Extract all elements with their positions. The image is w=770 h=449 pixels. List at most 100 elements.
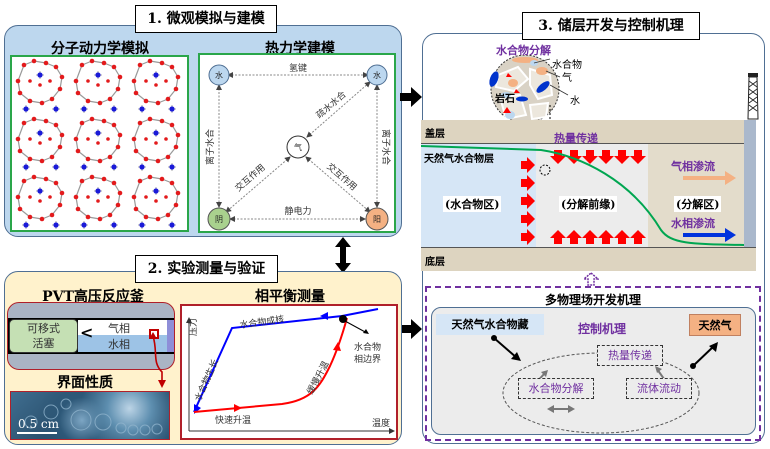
oxygen-atom [49, 96, 55, 102]
guest-molecule [53, 106, 59, 112]
oxygen-atom [85, 156, 91, 162]
oxygen-atom [173, 202, 179, 208]
oxygen-atom [43, 60, 49, 66]
node-cation-label: 阳 [373, 215, 381, 224]
interaction-left-label: 交互作用 [233, 161, 268, 194]
oxygen-atom [155, 216, 161, 222]
gas-flow-label: 气相渗流 [671, 160, 715, 173]
guest-molecule [53, 222, 59, 228]
oxygen-atom [169, 122, 175, 128]
guest-molecule [153, 130, 159, 136]
oxygen-atom [27, 98, 33, 104]
hydrate-layer-label: 天然气水合物层 [424, 154, 494, 165]
wellbore [744, 120, 756, 247]
red-arrow-head-2 [333, 342, 341, 351]
node-water-right [366, 64, 388, 86]
heat-arrows-up [550, 230, 646, 244]
double-arrow-vertical [335, 237, 351, 273]
guest-molecule [169, 164, 175, 170]
bubbles [24, 398, 163, 436]
ion-hydration-left-label: 离子水合 [204, 129, 216, 165]
piston-label-line2: 活塞 [32, 337, 55, 350]
inset-rock-label: 岩石 [495, 94, 515, 105]
inset-title: 水合物分解 [496, 44, 551, 57]
oxygen-atom [79, 178, 85, 184]
oxygen-atom [143, 98, 149, 104]
oxygen-atom [147, 174, 153, 180]
oxygen-atom [111, 64, 117, 70]
guest-molecule [111, 164, 117, 170]
oxygen-atom [175, 132, 181, 138]
interaction-right-label: 交互作用 [324, 160, 359, 193]
oxygen-atom [15, 136, 21, 142]
guest-molecule [95, 130, 101, 136]
edge-interaction-left [225, 156, 291, 213]
guest-molecule [153, 188, 159, 194]
oxygen-atom [53, 122, 59, 128]
x-axis-label: 温度 [372, 417, 390, 429]
arrow-to-section3-bottom [400, 319, 422, 339]
oxygen-atom [107, 154, 113, 160]
heat-arrow-icon [614, 230, 630, 244]
heat-transfer-label: 热量传递 [554, 132, 598, 145]
gas-phase-region [78, 320, 172, 335]
hydrate-zone [421, 144, 536, 247]
blue-arrow-head [320, 312, 328, 320]
oxygen-atom [73, 194, 79, 200]
decomposition-node: 水合物分解 [518, 378, 594, 399]
piston-chevron-icon: < [80, 323, 94, 342]
up-hollow-arrow-icon [583, 272, 599, 286]
oxygen-atom [133, 206, 139, 212]
oxygen-atom [159, 118, 165, 124]
oxygen-atom [159, 60, 165, 66]
oxygen-atom [159, 176, 165, 182]
node-anion-label: 阴 [215, 215, 223, 224]
mechanism-title: 多物理场开发机理 [544, 293, 641, 307]
oxygen-atom [147, 58, 153, 64]
mechanism-diagram [491, 335, 718, 434]
oxygen-atom [97, 100, 103, 106]
oxygen-atom [117, 74, 123, 80]
dissociation-zone [648, 144, 744, 247]
product-box: 天然气 [689, 314, 741, 336]
piston-label-line1: 可移式 [27, 322, 60, 335]
fluid-flow-node: 流体流动 [626, 378, 692, 399]
phase-eq-title: 相平衡测量 [255, 289, 325, 305]
guest-molecule [53, 164, 59, 170]
oxygen-atom [57, 86, 63, 92]
oxygen-atom [101, 176, 107, 182]
oxygen-atom [133, 148, 139, 154]
fast-heat-label: 快速升温 [215, 414, 251, 426]
blue-cooling-path [193, 308, 379, 413]
oxygen-atom [147, 116, 153, 122]
oxygen-atom [89, 58, 95, 64]
base-rock-label: 底层 [425, 257, 445, 268]
heat-arrow-icon [521, 175, 535, 191]
heat-arrow-icon [582, 230, 598, 244]
phase-eq-chart: 压力 温度 水合物成核 水合物生长 快速升温 缓慢升温 水合物 相边界 [180, 304, 398, 440]
guest-molecule [111, 106, 117, 112]
oxygen-atom [53, 180, 59, 186]
oxygen-atom [173, 86, 179, 92]
guest-molecule [37, 72, 43, 78]
oxygen-atom [97, 158, 103, 164]
zone-dissociation-label: (分解区) [674, 196, 722, 212]
oxygen-atom [131, 194, 137, 200]
oxygen-atom [155, 158, 161, 164]
heat-arrow-icon [521, 211, 535, 227]
cap-rock-label: 盖层 [425, 129, 445, 140]
oxygen-atom [131, 136, 137, 142]
thermo-diagram: 水 水 气 阴 阳 氢键 静电力 离子水合 离子水合 疏水水合 交互作用 交互作… [198, 53, 396, 233]
guest-molecule [95, 72, 101, 78]
oxygen-atom [85, 98, 91, 104]
pvt-reactor: 可移式 活塞 < 气相 水相 [7, 302, 175, 370]
oxygen-atom [115, 86, 121, 92]
oxygen-atom [59, 190, 65, 196]
heat-arrow-icon [598, 230, 614, 244]
oxygen-atom [53, 64, 59, 70]
mechanism-box [425, 286, 761, 441]
oxygen-atom [21, 62, 27, 68]
oxygen-atom [117, 190, 123, 196]
h-bond-label: 氢键 [289, 62, 307, 74]
slow-heat-label: 缓慢升温 [304, 359, 332, 396]
